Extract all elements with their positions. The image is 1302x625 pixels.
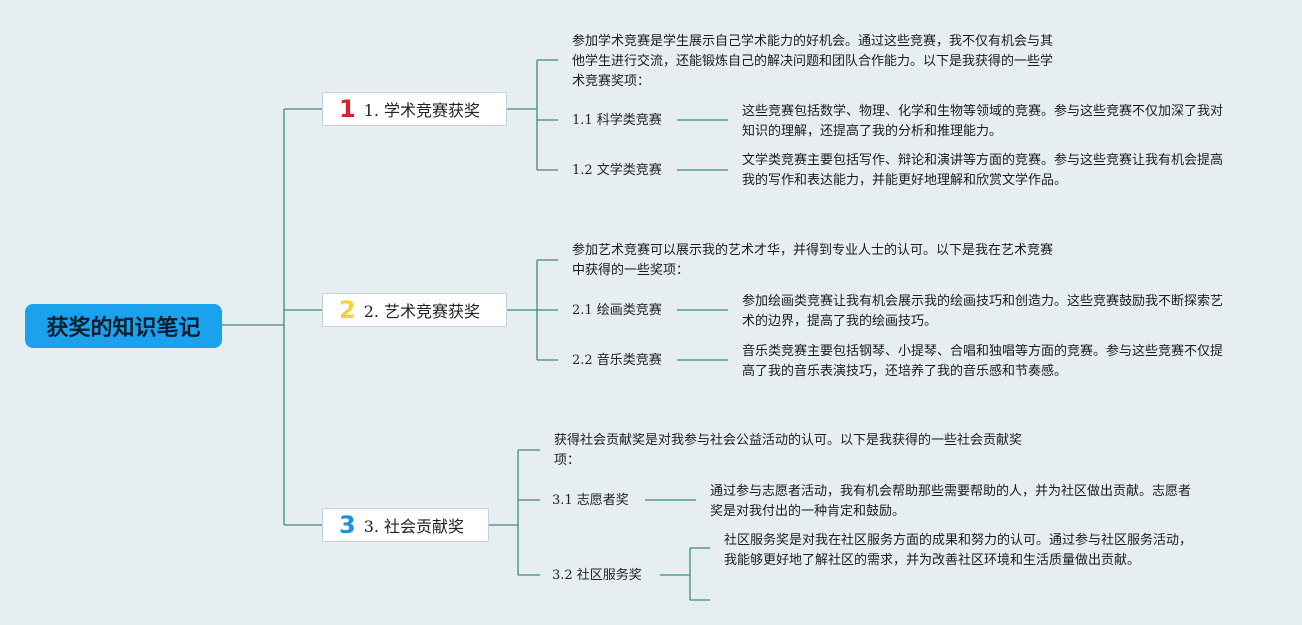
sub-3-2-desc: 社区服务奖是对我在社区服务方面的成果和努力的认可。通过参与社区服务活动，我能够更…: [724, 533, 1193, 568]
branch-3-intro: 获得社会贡献奖是对我参与社会公益活动的认可。以下是我获得的一些社会贡献奖项：: [554, 433, 1023, 468]
branch-label: 2. 艺术竞赛获奖: [363, 302, 481, 321]
sub-2-2-desc: 音乐类竞赛主要包括钢琴、小提琴、合唱和独唱等方面的竞赛。参与这些竞赛不仅提高了我…: [742, 344, 1224, 379]
branch-node-2[interactable]: 2 2. 艺术竞赛获奖: [322, 293, 507, 327]
number-2-icon: 2: [339, 296, 356, 324]
sub-2-1-desc: 参加绘画类竞赛让我有机会展示我的绘画技巧和创造力。这些竞赛鼓励我不断探索艺术的边…: [742, 294, 1224, 329]
number-1-icon: 1: [339, 95, 356, 123]
branch-node-3[interactable]: 3 3. 社会贡献奖: [322, 508, 489, 542]
sub-node-3-2[interactable]: 3.2 社区服务奖: [552, 568, 642, 583]
sub-node-2-1[interactable]: 2.1 绘画类竞赛: [572, 303, 662, 318]
number-3-icon: 3: [339, 511, 356, 539]
connector-branch-2: [507, 259, 558, 361]
branch-2-intro: 参加艺术竞赛可以展示我的艺术才华，并得到专业人士的认可。以下是我在艺术竞赛中获得…: [572, 243, 1054, 278]
sub-node-2-2[interactable]: 2.2 音乐类竞赛: [572, 353, 662, 368]
sub-1-2-desc: 文学类竞赛主要包括写作、辩论和演讲等方面的竞赛。参与这些竞赛让我有机会提高我的写…: [742, 153, 1224, 188]
sub-3-1-desc: 通过参与志愿者活动，我有机会帮助那些需要帮助的人，并为社区做出贡献。志愿者奖是对…: [710, 484, 1192, 519]
branch-node-1[interactable]: 1 1. 学术竞赛获奖: [322, 92, 507, 126]
connector-root-branch-1: [283, 108, 322, 526]
branch-1-intro: 参加学术竞赛是学生展示自己学术能力的好机会。通过这些竞赛，我不仅有机会与其他学生…: [572, 34, 1054, 89]
root-node[interactable]: 获奖的知识笔记: [25, 304, 222, 348]
sub-node-3-1[interactable]: 3.1 志愿者奖: [552, 493, 629, 508]
connector-branch-1: [507, 59, 558, 171]
branch-label: 3. 社会贡献奖: [363, 517, 465, 536]
sub-node-1-2[interactable]: 1.2 文学类竞赛: [572, 163, 662, 178]
branch-label: 1. 学术竞赛获奖: [363, 101, 481, 120]
sub-1-1-desc: 这些竞赛包括数学、物理、化学和生物等领域的竞赛。参与这些竞赛不仅加深了我对知识的…: [742, 104, 1224, 139]
connector-branch-3: [489, 449, 540, 576]
sub-node-1-1[interactable]: 1.1 科学类竞赛: [572, 113, 662, 128]
root-title: 获奖的知识笔记: [46, 316, 201, 341]
connector-sub-3-2: [660, 547, 710, 601]
